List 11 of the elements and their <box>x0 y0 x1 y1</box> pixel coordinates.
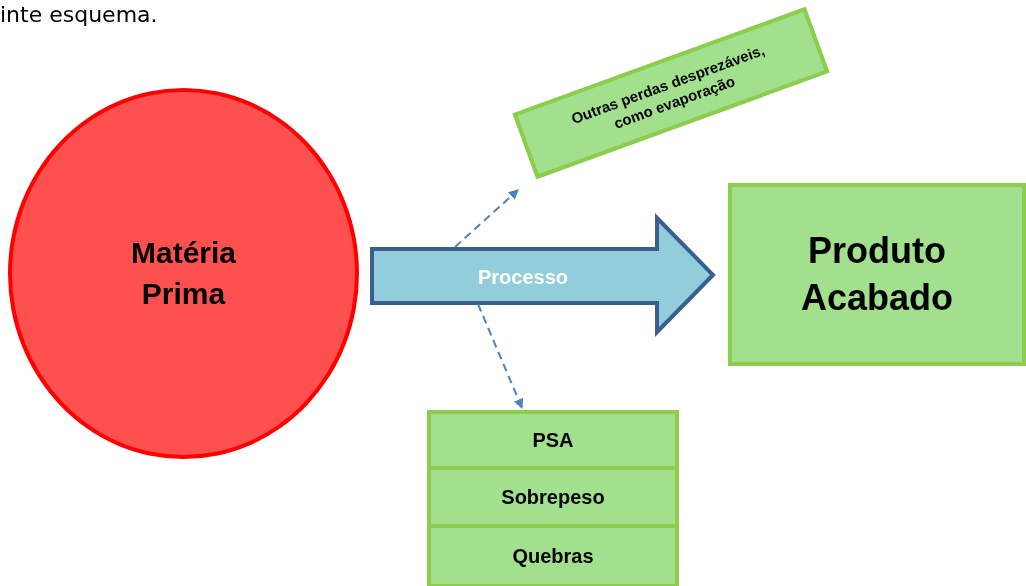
node-text: Quebras <box>512 544 594 569</box>
node-text: Sobrepeso <box>501 485 605 510</box>
node-text: PSA <box>532 428 574 453</box>
arrow-text: Processo <box>478 266 569 289</box>
dashed-arrow <box>454 189 519 248</box>
node-text: Produto Acabado <box>799 228 954 320</box>
process-box <box>728 183 1026 366</box>
dashed-arrow <box>477 303 524 409</box>
cut-text: inte esquema. <box>0 2 158 27</box>
block-arrow <box>370 216 715 334</box>
node-text: Matéria Prima <box>129 235 237 312</box>
